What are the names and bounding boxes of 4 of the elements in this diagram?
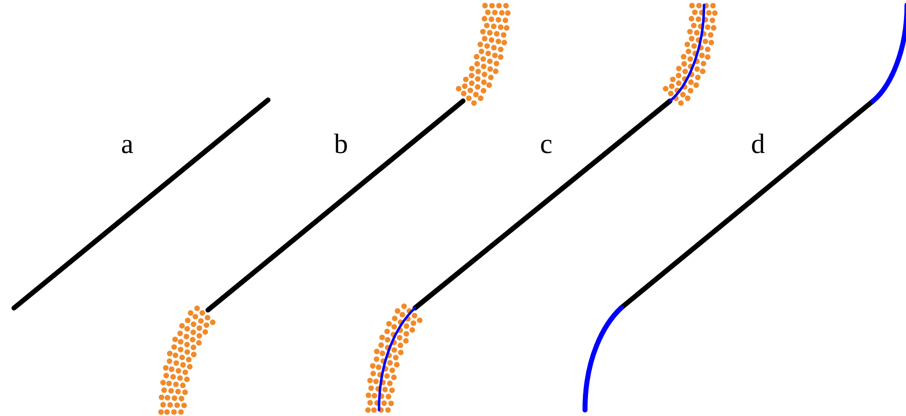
panel-label: a — [121, 131, 134, 159]
panel-label: d — [751, 131, 765, 159]
panel-label: b — [334, 131, 348, 159]
panel-label: c — [540, 131, 552, 159]
